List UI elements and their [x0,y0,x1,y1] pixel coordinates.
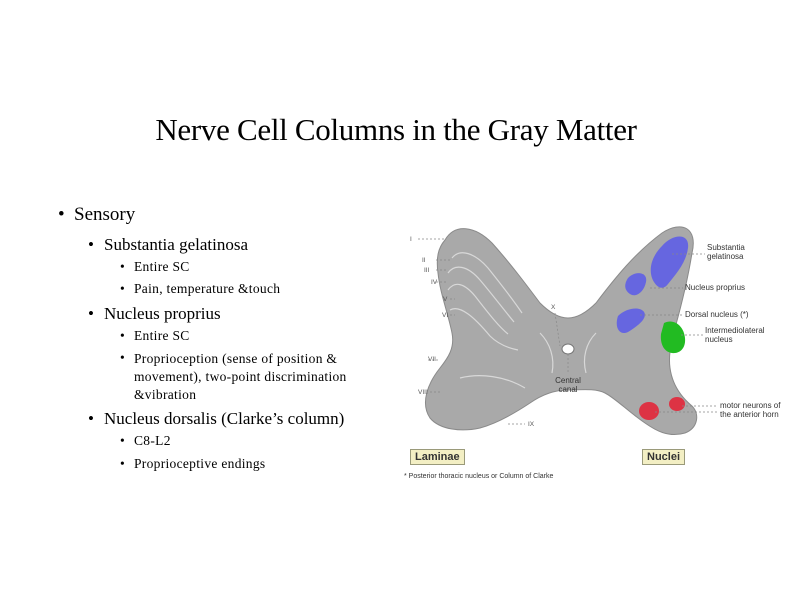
bullet-text: C8-L2 [134,433,171,448]
bullet-text: Pain, temperature &touch [134,281,281,296]
lamina-label: X [551,304,556,311]
bullet-text: Nucleus dorsalis (Clarke’s column) [104,409,345,428]
bullet-text: Proprioception (sense of position & move… [134,351,347,402]
lamina-label: IX [528,421,535,428]
laminae-box: Laminae [410,449,465,465]
nucleus-proprius-region [616,308,645,334]
lamina-label: VIII [418,389,428,396]
substantia-gelatinosa-label: Substantia gelatinosa [707,243,745,261]
lamina-label: III [424,267,430,274]
spinal-cord-diagram [418,226,718,436]
bullet-dot: • [58,204,65,225]
dorsal-nucleus-label: Dorsal nucleus (*) [685,310,749,319]
bullet-dot: • [88,304,94,323]
central-canal [561,343,575,355]
bullet-item: •Entire SC [120,259,190,274]
central-canal-label: Central canal [555,376,581,394]
lamina-label: IV [431,279,438,286]
bullet-text: Entire SC [134,328,190,343]
bullet-dot: • [88,409,94,428]
bullet-item: •Proprioceptive endings [120,456,266,471]
bullet-text: Nucleus proprius [104,304,221,323]
spinal-cord-figure: I II III IV V VI VII VIII IX X Central c… [400,218,792,488]
nuclei-box: Nuclei [642,449,686,465]
bullet-item: •Pain, temperature &touch [120,281,281,296]
figure-footnote: * Posterior thoracic nucleus or Column o… [404,473,554,480]
bullet-text: Proprioceptive endings [134,456,266,471]
lamina-label: V [443,296,448,303]
lamina-label: II [422,257,426,264]
lamina-label: I [410,236,412,243]
bullet-item: •Entire SC [120,328,190,343]
slide-title: Nerve Cell Columns in the Gray Matter [155,112,637,147]
bullet-text: Entire SC [134,259,190,274]
bullet-text: Substantia gelatinosa [104,235,249,254]
bullet-dorsalis: • Nucleus dorsalis (Clarke’s column) [88,409,344,429]
bullet-item: •C8-L2 [120,433,171,448]
intermediolateral-label: Intermediolateral nucleus [705,326,765,344]
bullet-sensory: • Sensory [58,204,135,226]
intermediolateral-region [660,321,686,354]
bullet-proprius: • Nucleus proprius [88,304,221,324]
lamina-label: VII [428,356,436,363]
motor-neurons-label: motor neurons of the anterior horn [720,401,781,419]
bullet-item: •Proprioception (sense of position & mov… [120,350,374,404]
motor-neuron-region [639,402,659,420]
substantia-gelatinosa-region [650,236,689,288]
bullet-substantia: • Substantia gelatinosa [88,235,248,255]
nucleus-proprius-label: Nucleus proprius [685,283,746,292]
motor-neuron-region [669,397,685,411]
bullet-dot: • [88,235,94,254]
bullet-text: Sensory [74,204,136,225]
lamina-label: VI [442,312,449,319]
